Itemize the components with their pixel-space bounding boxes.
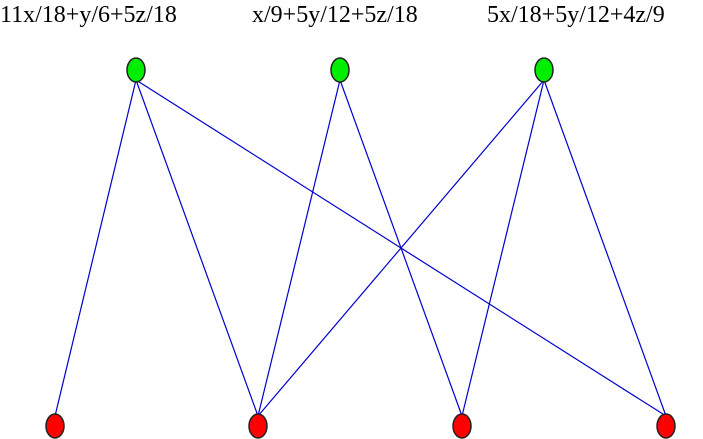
edge-t2-b2 xyxy=(257,79,341,417)
bottom-node-b4 xyxy=(656,413,676,439)
bottom-node-b2 xyxy=(248,413,268,439)
edge-t3-b2 xyxy=(257,79,545,417)
edge-t3-b3 xyxy=(461,79,545,417)
nodes xyxy=(45,57,676,439)
edge-t1-b2 xyxy=(135,79,259,417)
top-node-t1 xyxy=(126,57,146,83)
edge-t3-b4 xyxy=(543,79,667,417)
bottom-node-b1 xyxy=(45,413,65,439)
edges xyxy=(54,79,667,417)
label-1: 11x/18+y/6+5z/18 xyxy=(0,2,177,28)
label-3: 5x/18+5y/12+4z/9 xyxy=(487,2,665,28)
label-2: x/9+5y/12+5z/18 xyxy=(252,2,418,28)
edge-t1-b1 xyxy=(54,79,137,417)
top-node-t3 xyxy=(534,57,554,83)
bottom-node-b3 xyxy=(452,413,472,439)
top-node-t2 xyxy=(330,57,350,83)
